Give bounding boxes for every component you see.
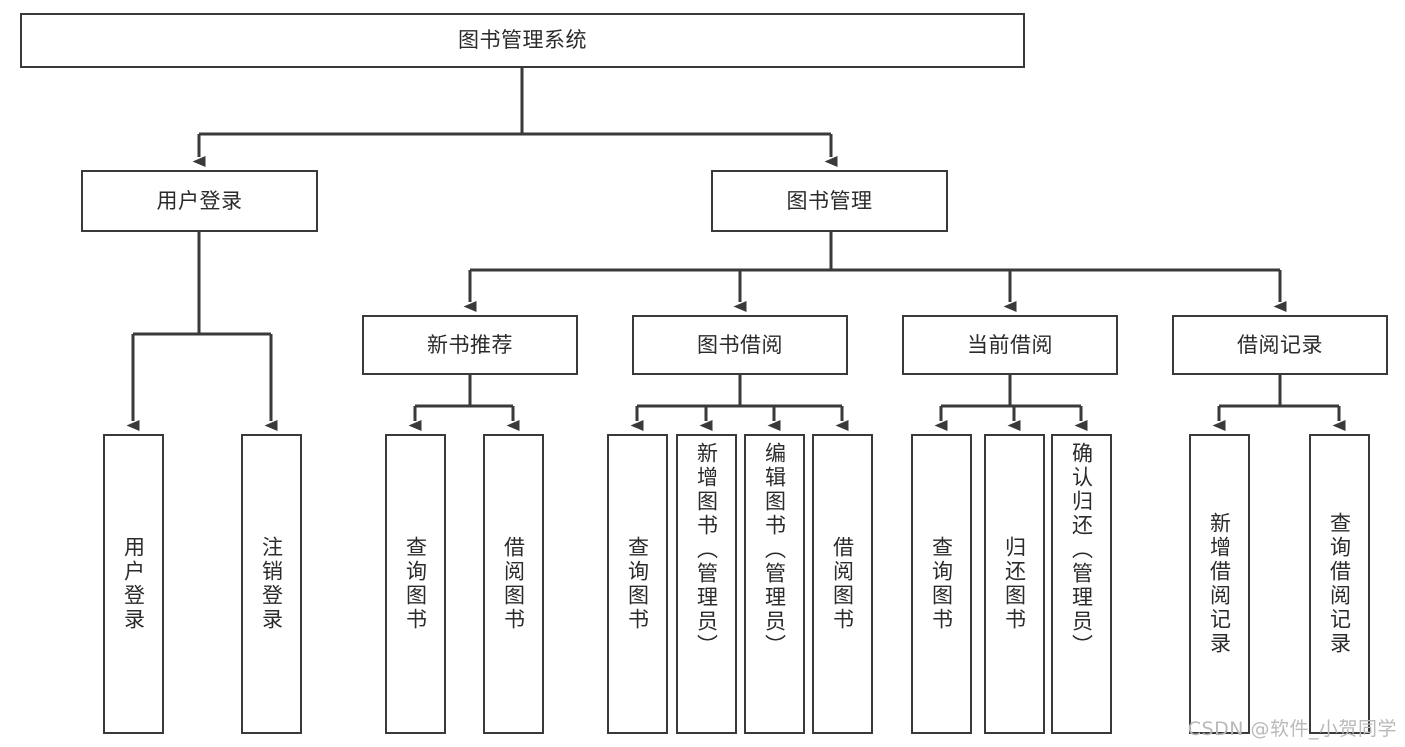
leaf-add-book-admin-label: 新增图书（管理员）: [694, 442, 719, 658]
node-book-borrow[interactable]: 图书借阅: [632, 315, 848, 375]
leaf-user-login[interactable]: 用户登录: [103, 434, 164, 734]
leaf-borrow-book-recommend[interactable]: 借阅图书: [483, 434, 544, 734]
leaf-return-book[interactable]: 归还图书: [984, 434, 1045, 734]
leaf-logout[interactable]: 注销登录: [241, 434, 302, 734]
leaf-query-book-current-label: 查询图书: [929, 536, 954, 632]
leaf-confirm-return-admin-label: 确认归还（管理员）: [1069, 442, 1094, 658]
leaf-query-borrow-record-label: 查询借阅记录: [1327, 512, 1352, 656]
node-current-borrow[interactable]: 当前借阅: [902, 315, 1118, 375]
node-user-login-label: 用户登录: [156, 188, 243, 213]
node-root[interactable]: 图书管理系统: [20, 13, 1025, 68]
node-new-book-recommend[interactable]: 新书推荐: [362, 315, 578, 375]
node-root-label: 图书管理系统: [458, 28, 587, 53]
node-book-manage[interactable]: 图书管理: [711, 170, 948, 232]
leaf-confirm-return-admin[interactable]: 确认归还（管理员）: [1051, 434, 1112, 734]
leaf-query-book-borrow-label: 查询图书: [625, 536, 650, 632]
node-current-borrow-label: 当前借阅: [967, 332, 1053, 357]
leaf-query-book-recommend-label: 查询图书: [403, 536, 428, 632]
leaf-add-borrow-record[interactable]: 新增借阅记录: [1189, 434, 1250, 734]
leaf-user-login-label: 用户登录: [121, 536, 146, 632]
leaf-query-book-recommend[interactable]: 查询图书: [385, 434, 446, 734]
leaf-add-book-admin[interactable]: 新增图书（管理员）: [676, 434, 737, 734]
leaf-query-borrow-record[interactable]: 查询借阅记录: [1309, 434, 1370, 734]
node-user-login[interactable]: 用户登录: [81, 170, 318, 232]
node-book-manage-label: 图书管理: [786, 188, 873, 213]
node-book-borrow-label: 图书借阅: [697, 332, 783, 357]
watermark: CSDN @软件_小贺同学: [1187, 718, 1397, 740]
node-new-book-recommend-label: 新书推荐: [427, 332, 513, 357]
node-borrow-record[interactable]: 借阅记录: [1172, 315, 1388, 375]
node-borrow-record-label: 借阅记录: [1237, 332, 1323, 357]
leaf-edit-book-admin-label: 编辑图书（管理员）: [762, 442, 787, 658]
leaf-return-book-label: 归还图书: [1002, 536, 1027, 632]
leaf-borrow-book-recommend-label: 借阅图书: [501, 536, 526, 632]
leaf-borrow-book-label: 借阅图书: [830, 536, 855, 632]
leaf-edit-book-admin[interactable]: 编辑图书（管理员）: [744, 434, 805, 734]
leaf-logout-label: 注销登录: [259, 536, 284, 632]
leaf-query-book-borrow[interactable]: 查询图书: [607, 434, 668, 734]
leaf-add-borrow-record-label: 新增借阅记录: [1207, 512, 1232, 656]
leaf-query-book-current[interactable]: 查询图书: [911, 434, 972, 734]
leaf-borrow-book[interactable]: 借阅图书: [812, 434, 873, 734]
